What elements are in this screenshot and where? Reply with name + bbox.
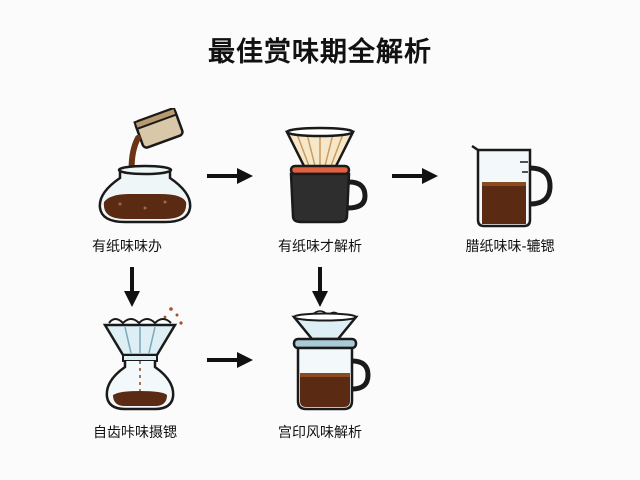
arrow-down-icon <box>312 267 328 307</box>
step-filter-carafe <box>95 305 195 415</box>
arrow-down-icon <box>124 267 140 307</box>
step-label: 有纸味味办 <box>92 239 162 255</box>
measuring-pitcher-icon <box>471 144 553 228</box>
step-label: 宫印风味解析 <box>278 425 362 441</box>
pouring-coffee-flask-icon <box>98 108 192 224</box>
step-pitcher <box>470 140 560 230</box>
step-label: 腊纸味味-辘锶 <box>465 239 555 255</box>
paper-filter-carafe-icon <box>102 307 183 411</box>
step-label: 有纸味才解析 <box>278 239 362 255</box>
step-label: 自齿咔味摄锶 <box>93 425 177 441</box>
arrow-right-icon <box>207 168 253 184</box>
page-title: 最佳赏味期全解析 <box>208 37 432 68</box>
dripper-server-icon <box>291 310 371 411</box>
pour-over-dripper-mug-icon <box>284 126 368 224</box>
step-pouring-flask <box>90 108 200 228</box>
step-dripper-mug <box>275 120 375 230</box>
arrow-right-icon <box>392 168 438 184</box>
step-dripper-server <box>280 305 380 415</box>
arrow-right-icon <box>207 352 253 368</box>
